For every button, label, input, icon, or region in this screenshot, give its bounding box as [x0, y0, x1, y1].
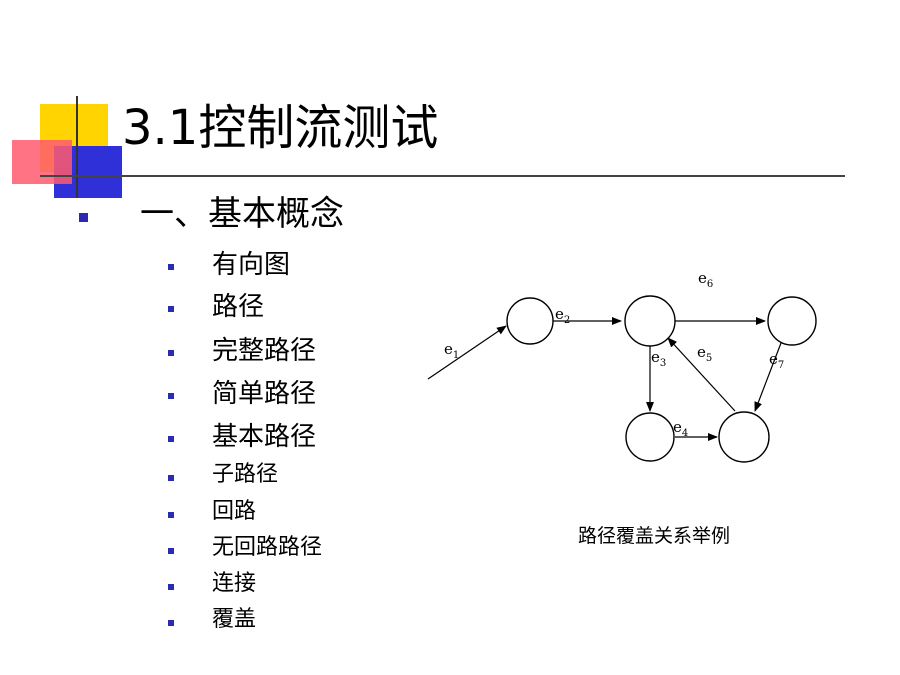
deco-red-square	[12, 140, 72, 184]
edge-e7	[754, 342, 782, 412]
edge-label-e5: e5	[697, 343, 712, 364]
item-bullet	[168, 306, 174, 312]
item-connection: 连接	[212, 571, 257, 596]
item-bullet	[168, 548, 174, 554]
item-bullet	[168, 350, 174, 356]
edge-label-e4: e4	[673, 418, 688, 439]
item-acyclic-path: 无回路路径	[212, 535, 323, 560]
edge-label-e1: e1	[444, 340, 459, 361]
diagram-caption: 路径覆盖关系举例	[578, 525, 731, 547]
item-subpath: 子路径	[212, 462, 279, 487]
header-decoration	[12, 96, 845, 198]
edge-label-e2: e2	[555, 305, 570, 326]
graph-node-1	[506, 297, 554, 345]
item-path: 路径	[212, 292, 265, 322]
item-loop: 回路	[212, 499, 257, 524]
item-complete-path: 完整路径	[212, 336, 317, 366]
item-directed-graph: 有向图	[212, 250, 291, 280]
edge-label-e3: e3	[651, 348, 666, 369]
edge-e5	[667, 337, 736, 412]
edge-e1	[427, 325, 507, 380]
edge-label-e7: e7	[769, 350, 784, 371]
item-coverage: 覆盖	[212, 607, 257, 632]
path-coverage-diagram: e1 e2 e3 e4 e5 e6 e7	[427, 269, 817, 463]
graph-node-3	[767, 296, 817, 346]
item-bullet	[168, 584, 174, 590]
section-bullet	[79, 213, 88, 222]
item-bullet	[168, 436, 174, 442]
item-bullet	[168, 620, 174, 626]
graph-node-5	[718, 411, 770, 463]
item-bullet	[168, 393, 174, 399]
item-basic-path: 基本路径	[212, 422, 317, 452]
section-heading: 一、基本概念	[140, 194, 344, 234]
graph-node-2	[624, 295, 676, 347]
item-simple-path: 简单路径	[212, 379, 317, 409]
item-bullet	[168, 264, 174, 270]
slide-title: 3.1控制流测试	[122, 100, 439, 156]
graph-node-4	[625, 412, 675, 462]
item-bullet	[168, 512, 174, 518]
item-bullet	[168, 475, 174, 481]
edge-label-e6: e6	[698, 269, 713, 290]
